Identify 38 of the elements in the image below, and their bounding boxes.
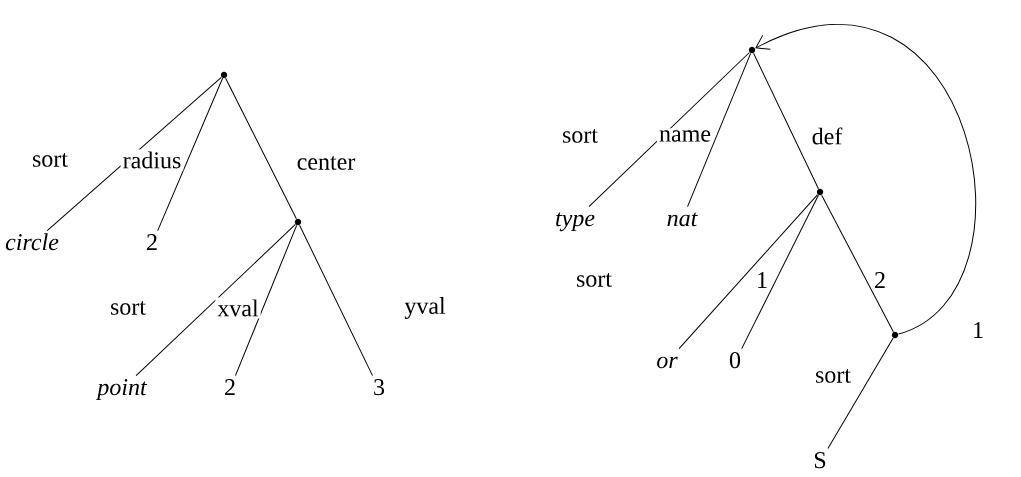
edge-label: sort — [108, 299, 148, 317]
connector-line — [225, 77, 297, 220]
connector-line — [299, 224, 373, 377]
edge-label: 1 — [754, 270, 770, 290]
connector-line — [827, 337, 894, 450]
arrow — [755, 24, 976, 335]
edge-label: 2 — [872, 270, 888, 290]
leaf-label: point — [95, 379, 148, 401]
edge-label: sort — [30, 151, 70, 169]
leaf-label: 2 — [147, 234, 157, 250]
connector-line — [678, 194, 819, 350]
connector-line — [753, 52, 819, 190]
leaf-label: circle — [5, 233, 59, 251]
connector-line — [135, 224, 296, 377]
edge-label: center — [294, 154, 358, 172]
connector-line — [46, 76, 222, 232]
leaf-label: 0 — [729, 352, 741, 369]
edge-label: def — [809, 125, 845, 147]
edge-label: sort — [560, 127, 600, 145]
connector-line — [821, 194, 894, 333]
leaf-label: nat — [667, 212, 698, 227]
leaf-label: S — [814, 452, 826, 469]
connector-line — [157, 77, 224, 232]
leaf-label: type — [556, 212, 595, 232]
leaf-label: 2 — [225, 379, 235, 395]
leaf-label: 3 — [374, 379, 385, 396]
connector-line — [741, 194, 819, 350]
edge-label: sort — [574, 271, 614, 289]
connector-line — [234, 224, 298, 377]
edge-label: radius — [120, 149, 184, 171]
leaf-label: or — [657, 356, 678, 369]
connector-line — [588, 52, 750, 208]
edge-label: xval — [215, 297, 261, 319]
connector-line — [687, 52, 752, 208]
edge-label: name — [657, 128, 713, 144]
edge-label: sort — [813, 367, 853, 385]
edge-label: yval — [402, 295, 448, 321]
edge-label: 1 — [970, 320, 986, 340]
